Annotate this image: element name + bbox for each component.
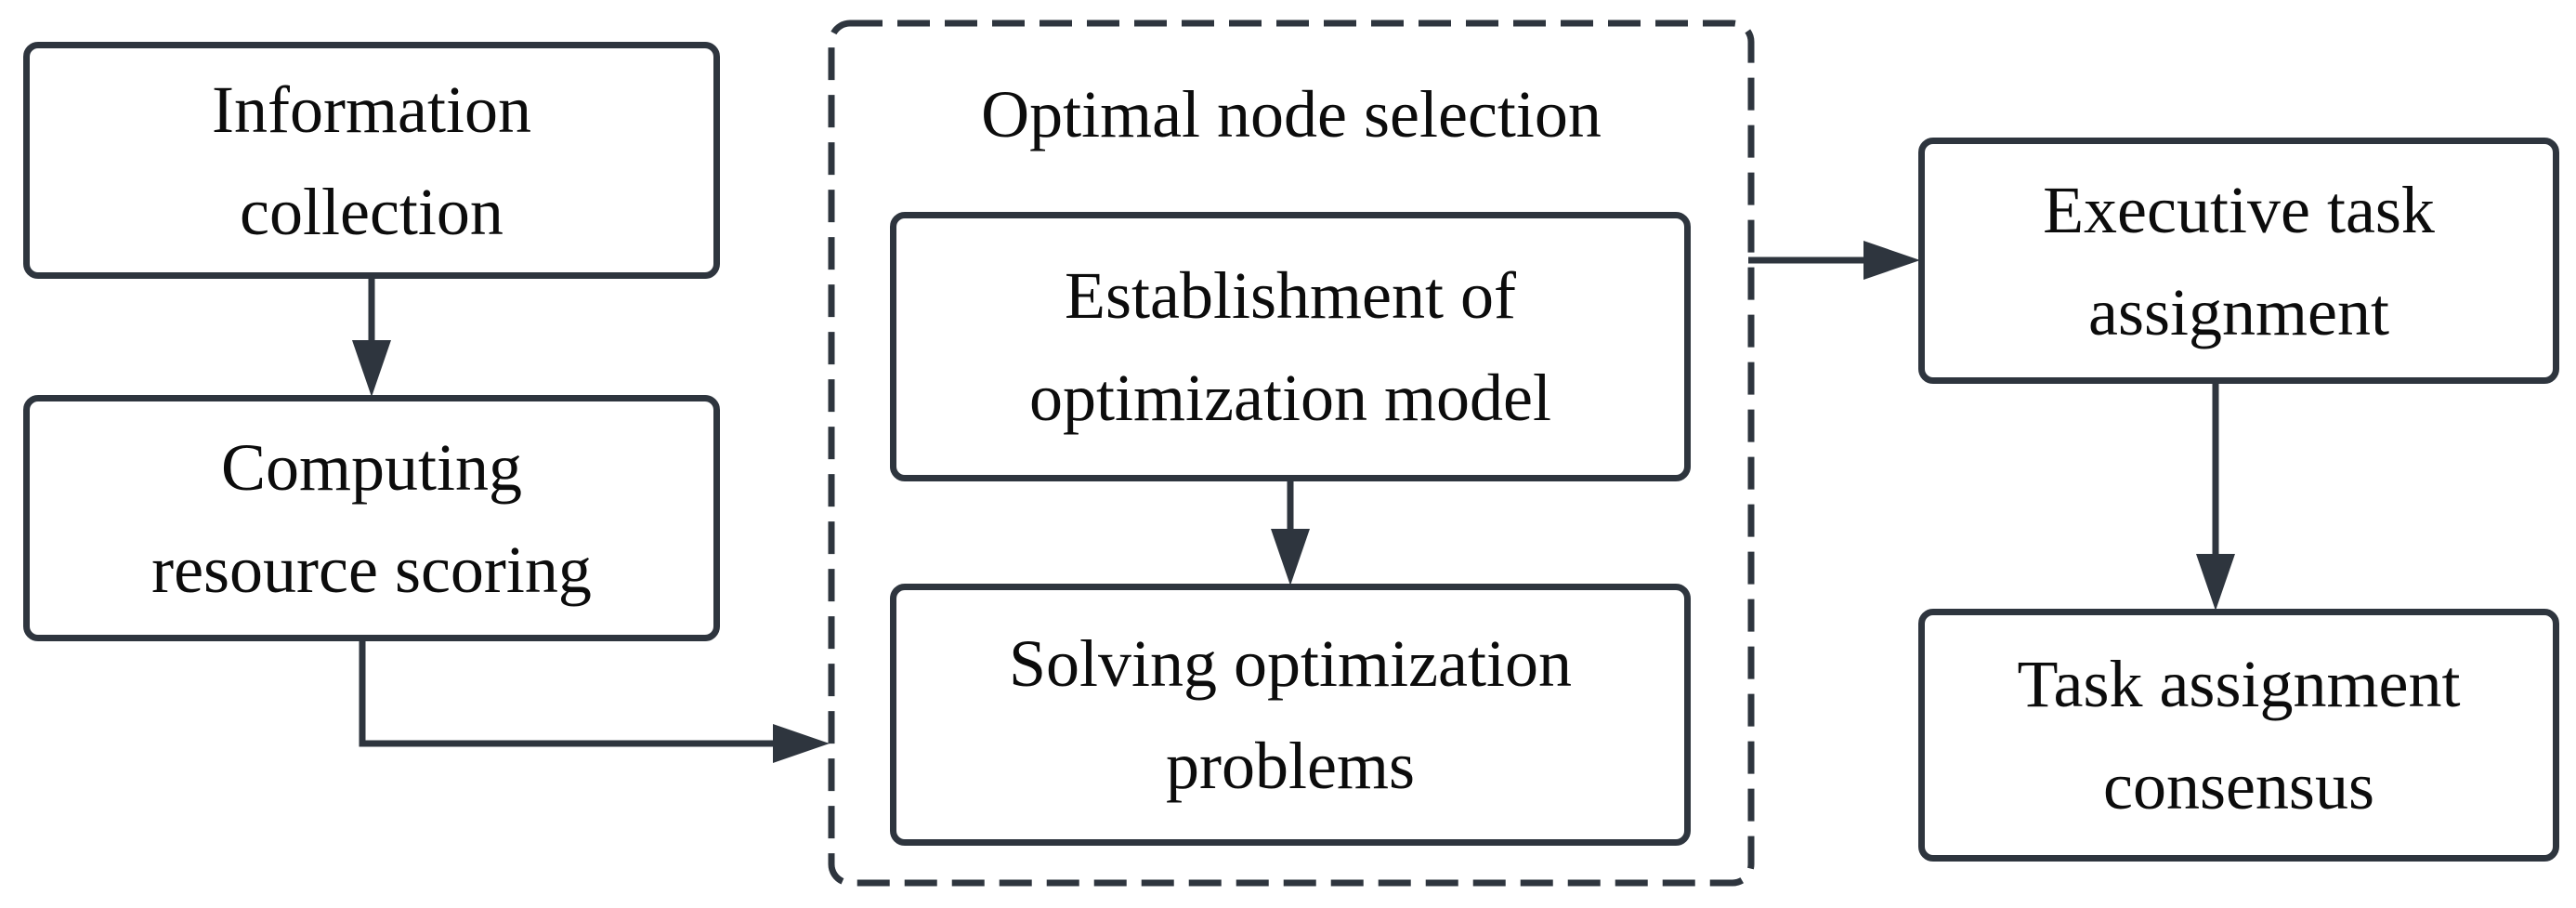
node-label-line: Establishment of xyxy=(1065,258,1516,333)
group-title-optimal-node-selection: Optimal node selection xyxy=(981,77,1602,151)
node-establishment-optimization-model: Establishment of optimization model xyxy=(890,212,1691,481)
node-label-line: collection xyxy=(240,174,503,249)
node-label-line: resource scoring xyxy=(151,532,592,607)
optimal-node-selection-group-border xyxy=(828,20,1755,887)
node-label-line: consensus xyxy=(2103,749,2374,823)
node-label-line: Executive task xyxy=(2043,172,2435,247)
node-solving-optimization-problems: Solving optimization problems xyxy=(890,584,1691,846)
node-label-line: Solving optimization xyxy=(1009,626,1572,701)
arrow-info-to-scoring-head xyxy=(352,340,391,397)
node-computing-resource-scoring: Computing resource scoring xyxy=(23,395,720,641)
node-label-line: Task assignment xyxy=(2017,647,2461,721)
node-label-line: problems xyxy=(1166,729,1415,803)
node-executive-task-assignment: Executive task assignment xyxy=(1918,138,2559,384)
arrow-group-to-executive-head xyxy=(1863,241,1920,280)
node-task-assignment-consensus: Task assignment consensus xyxy=(1918,609,2559,862)
node-label-line: assignment xyxy=(2088,274,2389,349)
arrow-executive-to-consensus-head xyxy=(2196,554,2235,611)
node-label-line: optimization model xyxy=(1029,361,1551,435)
arrow-scoring-to-group xyxy=(359,641,777,747)
node-label-line: Information xyxy=(212,72,531,147)
node-information-collection: Information collection xyxy=(23,42,720,279)
arrow-model-to-solving-head xyxy=(1271,529,1310,586)
node-label-line: Computing xyxy=(220,429,523,505)
arrow-scoring-to-group-head xyxy=(773,724,830,763)
